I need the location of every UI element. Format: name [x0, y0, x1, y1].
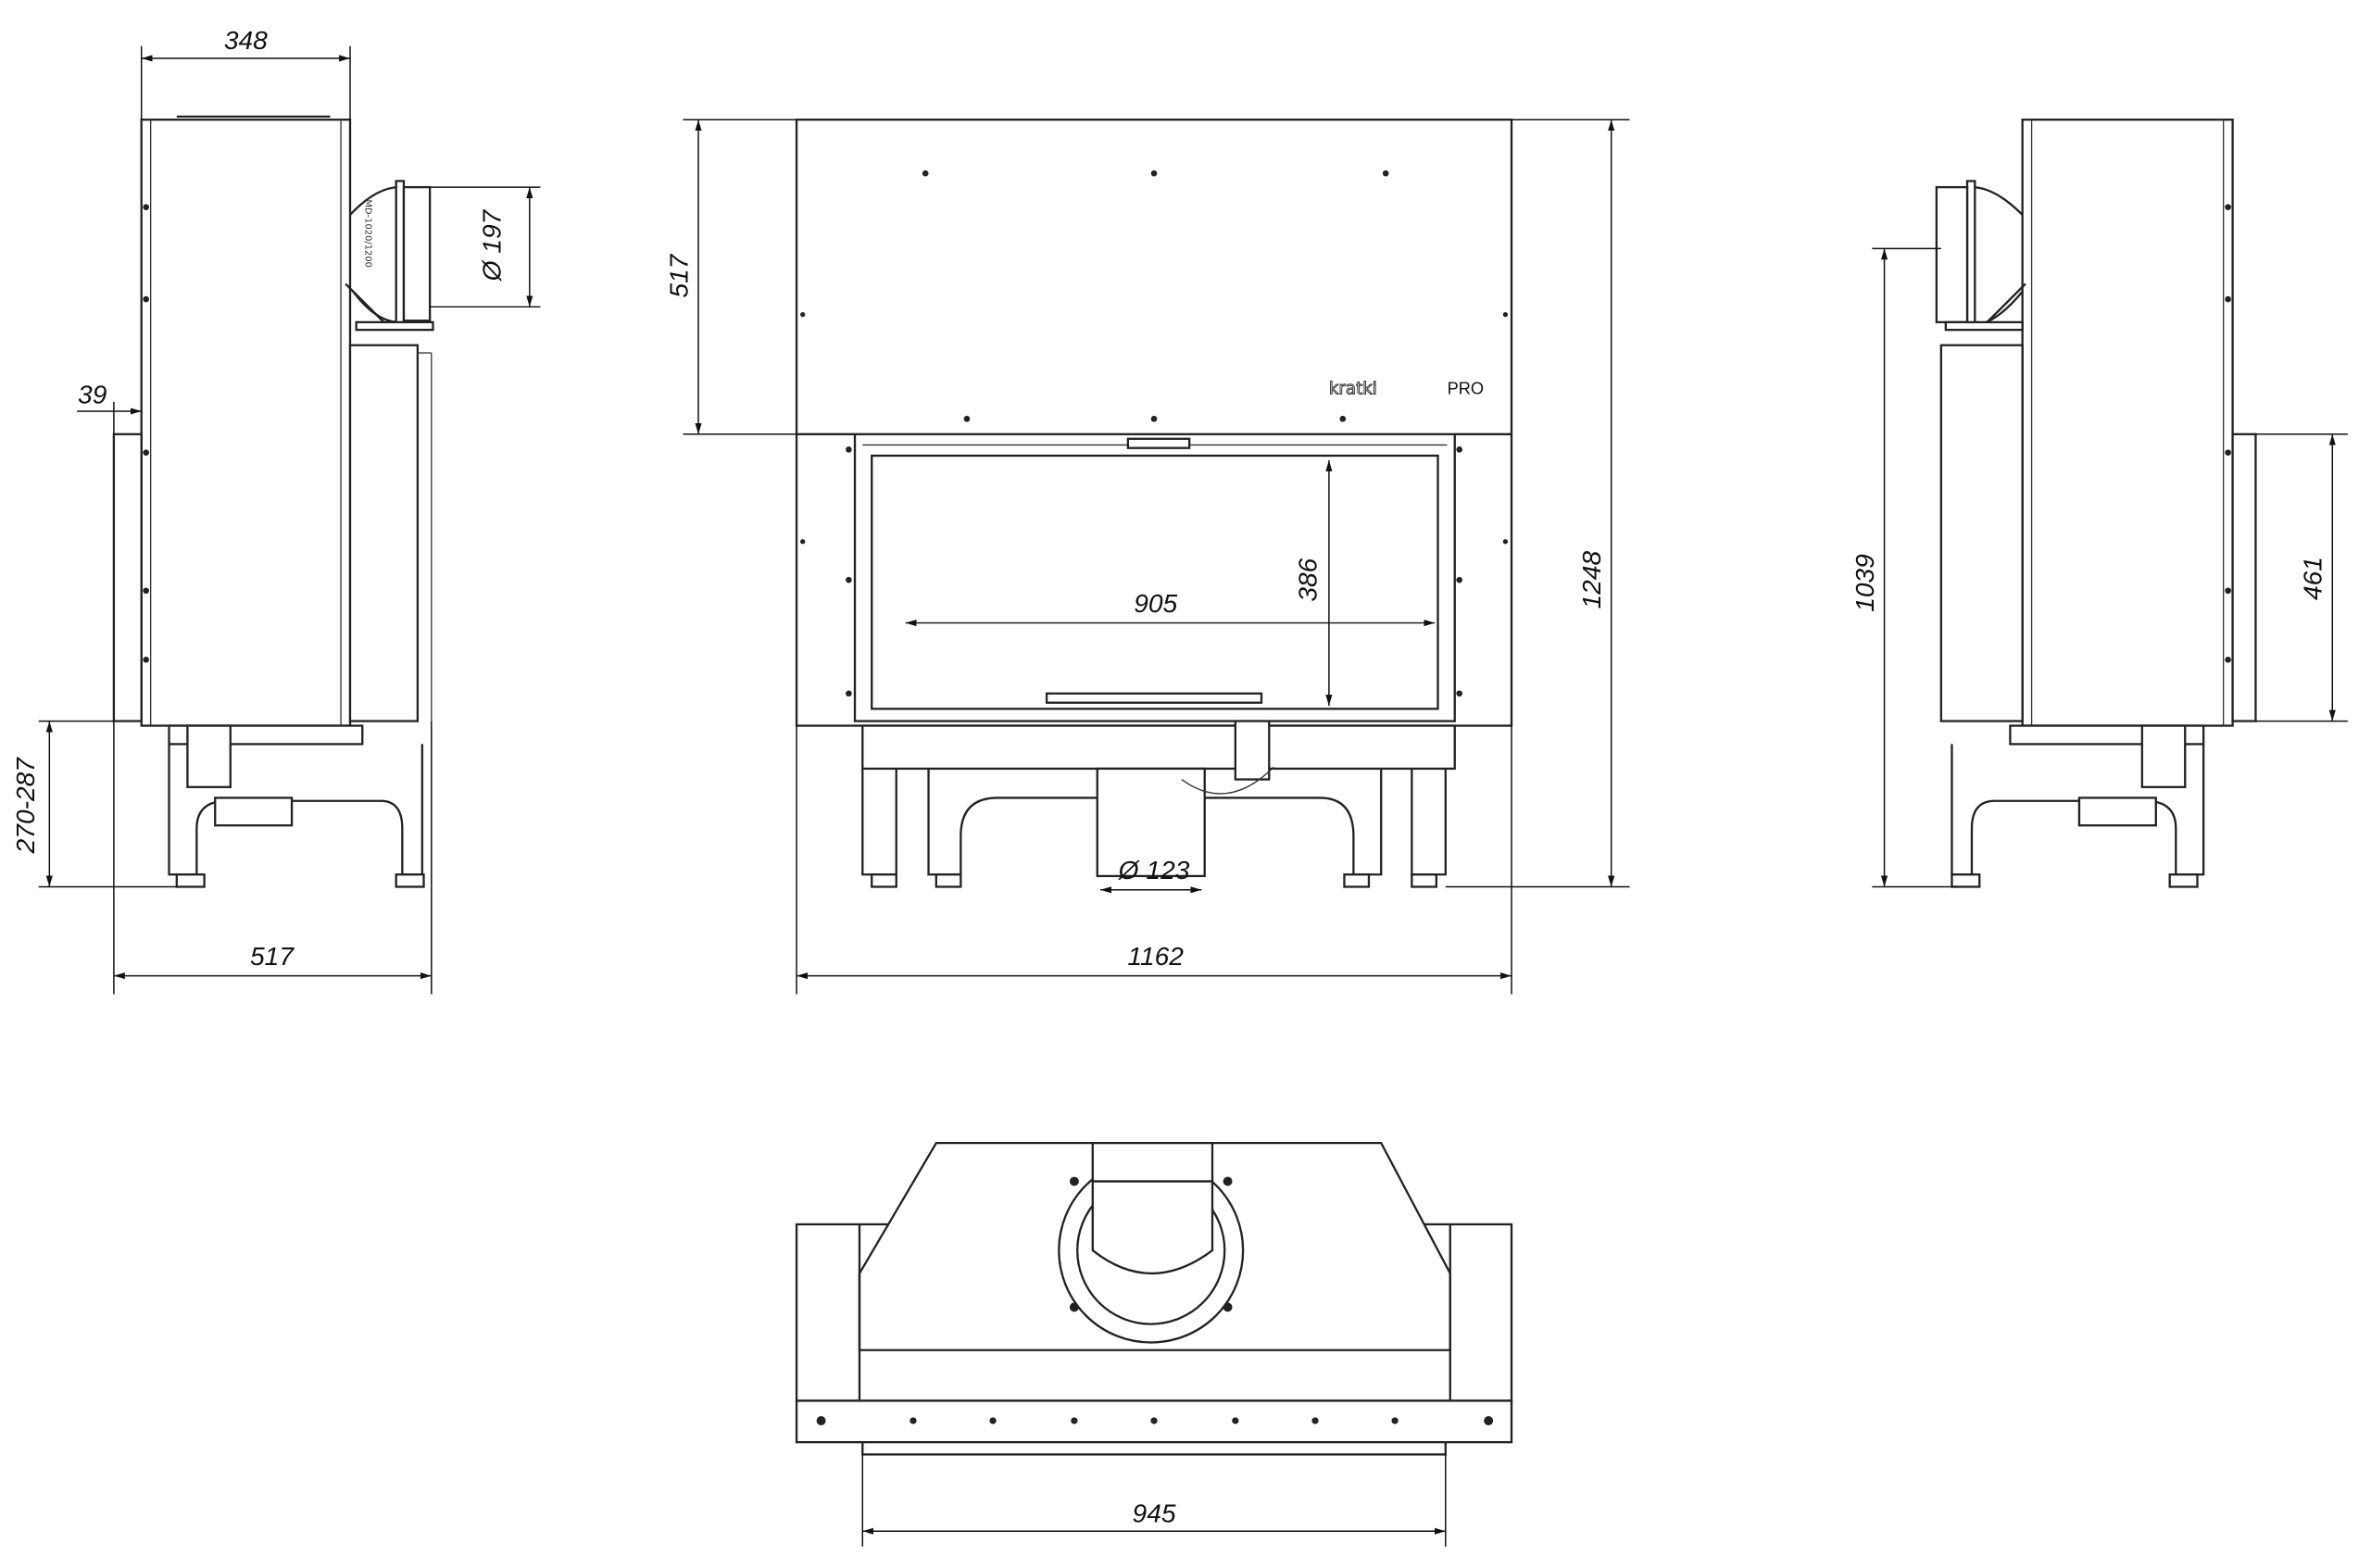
flue-model-label: MD-1020/1200: [363, 199, 373, 268]
dim-door-height: 461: [2299, 557, 2327, 600]
dim-air-inlet: Ø 123: [1118, 856, 1190, 884]
dim-total-height: 1248: [1577, 551, 1606, 609]
dim-depth-517: 517: [250, 942, 295, 971]
dim-total-width: 1162: [1127, 942, 1184, 971]
left-side-view: MD-1020/1200 348 Ø 197 39 270-287 517: [11, 26, 541, 995]
dim-glass-width: 905: [1134, 589, 1177, 618]
dim-flue-height: 1039: [1850, 554, 1879, 612]
front-view: kratki PRO 905 386 517 1248 1162 Ø 123: [664, 119, 1630, 995]
svg-text:PRO: PRO: [1448, 380, 1484, 398]
svg-text:kratki: kratki: [1329, 380, 1377, 399]
dim-upper-517: 517: [664, 253, 693, 297]
top-view: 945: [795, 1141, 1513, 1547]
dim-glass-height: 386: [1294, 558, 1323, 601]
dim-top-945: 945: [1133, 1499, 1176, 1527]
dim-39: 39: [78, 381, 107, 409]
dim-348: 348: [224, 26, 268, 55]
brand-logo: kratki PRO: [1328, 379, 1484, 399]
dim-leg-height: 270-287: [11, 757, 40, 855]
dim-flue-diameter: Ø 197: [477, 208, 506, 282]
right-side-view: 1039 461: [1850, 119, 2348, 888]
